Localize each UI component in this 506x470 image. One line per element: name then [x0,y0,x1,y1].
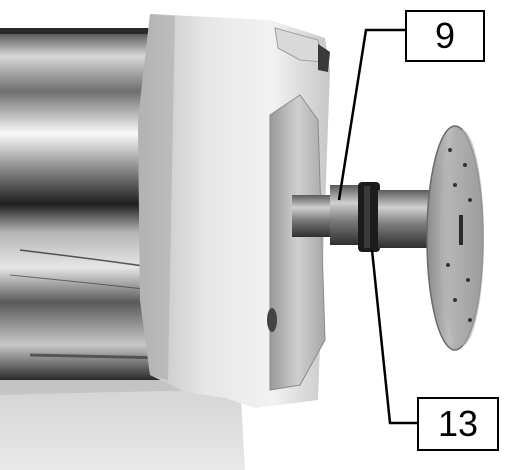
callout-label-13: 13 [417,397,499,451]
callout-label-9: 9 [405,10,485,62]
